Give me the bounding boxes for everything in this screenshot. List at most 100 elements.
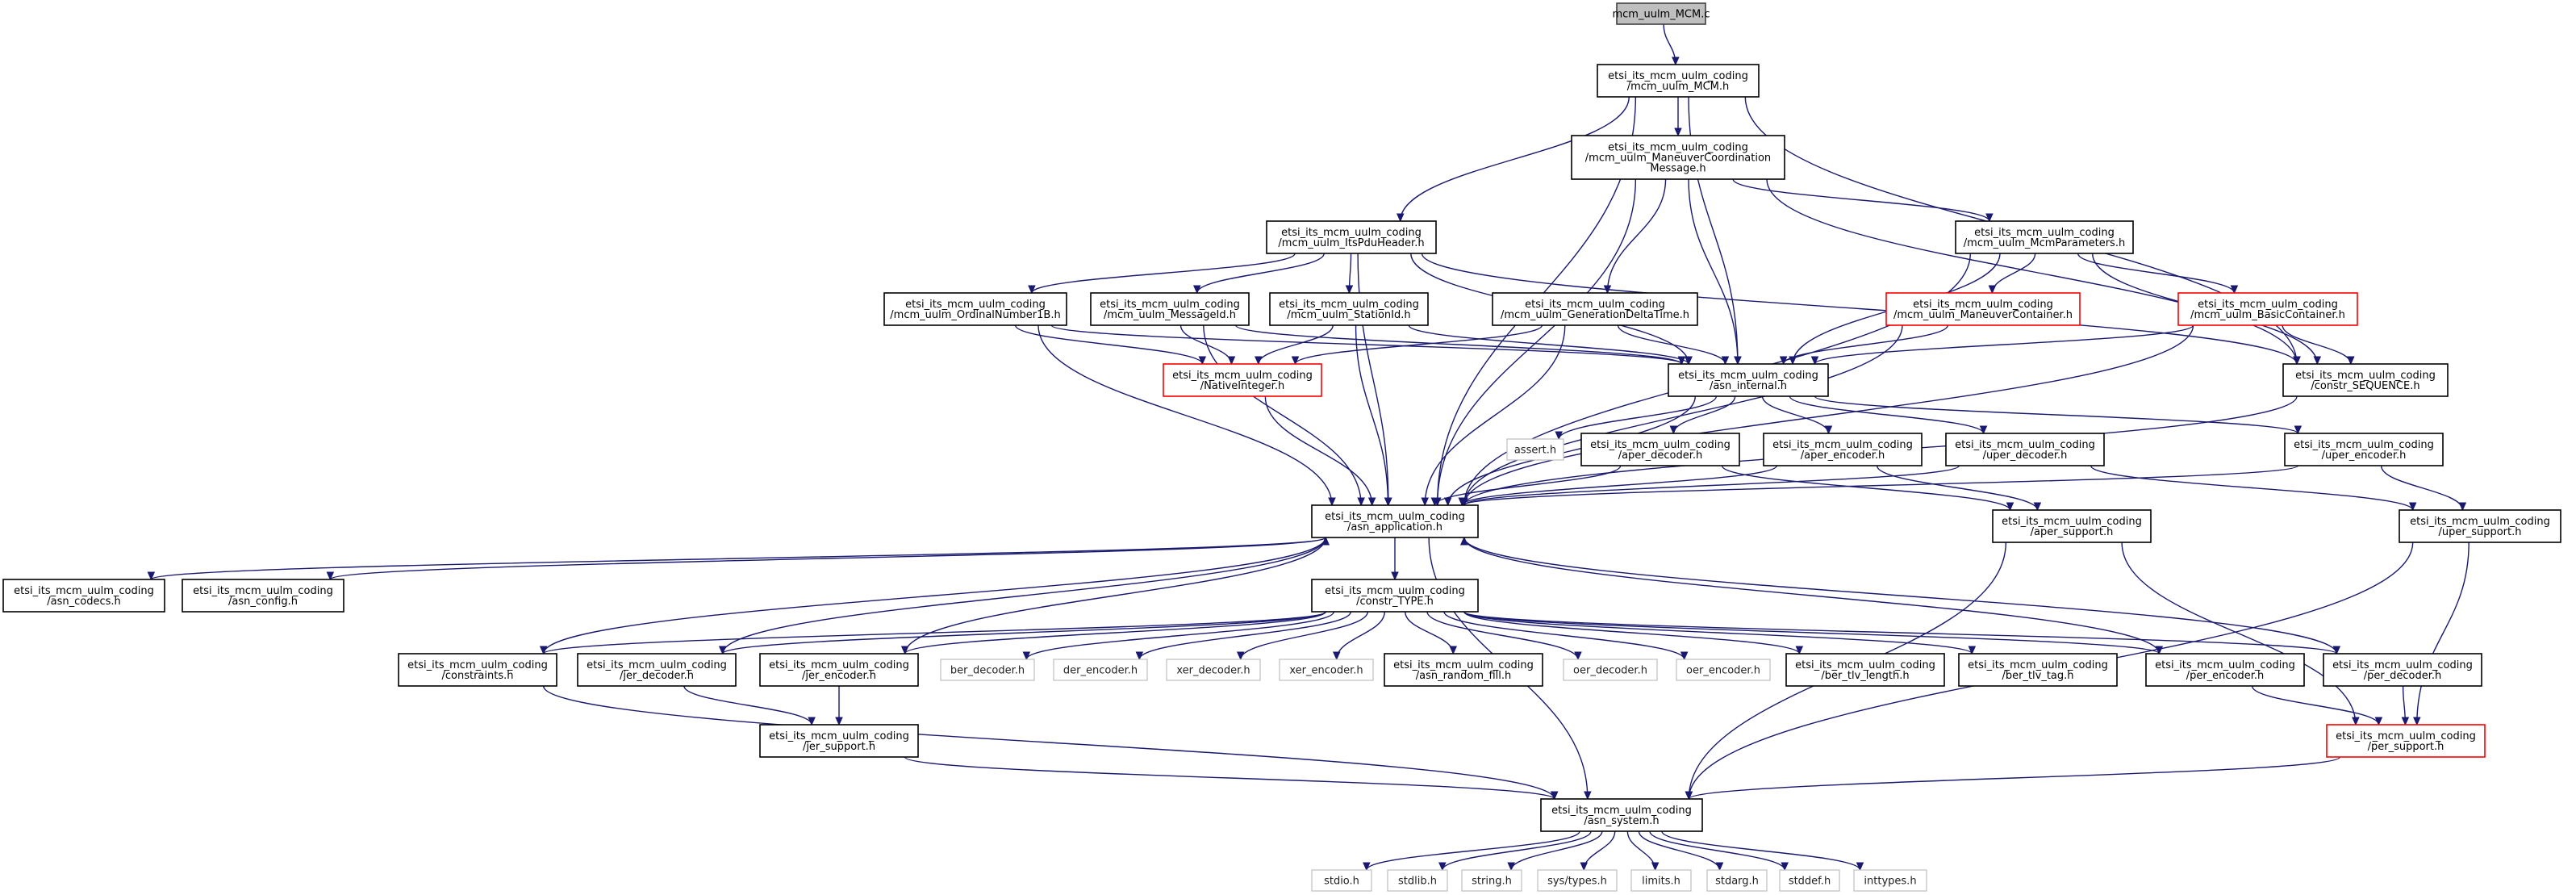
node-box bbox=[1311, 504, 1479, 538]
node-root[interactable]: mcm_uulm_MCM.c bbox=[1612, 2, 1710, 25]
node-label-line: /NativeInteger.h bbox=[1200, 380, 1284, 392]
edge-arrowhead bbox=[1685, 791, 1693, 801]
edge-arrowhead bbox=[1779, 356, 1788, 366]
edge-gendelta-to-asnapp bbox=[1424, 324, 1566, 506]
edge-arrowhead bbox=[1669, 425, 1678, 435]
edge-maneuvercont-to-asninternal bbox=[1782, 324, 1949, 365]
node-box bbox=[2399, 509, 2561, 543]
edge-uperdec-to-asnapp bbox=[1463, 465, 1960, 506]
node-label-line: etsi_its_mcm_uulm_coding bbox=[1281, 227, 1422, 239]
node-label-line: der_encoder.h bbox=[1063, 665, 1138, 677]
edge-itspdu-to-ordinal bbox=[1031, 253, 1296, 294]
node-mcmsg[interactable]: etsi_its_mcm_uulm_coding/mcm_uulm_Maneuv… bbox=[1571, 135, 1785, 180]
node-perenc[interactable]: etsi_its_mcm_uulm_coding/per_encoder.h bbox=[2145, 653, 2305, 687]
node-jerenc[interactable]: etsi_its_mcm_uulm_coding/jer_encoder.h bbox=[759, 653, 919, 687]
node-label-line: /aper_support.h bbox=[2031, 526, 2114, 538]
node-mcm-h[interactable]: etsi_its_mcm_uulm_coding/mcm_uulm_MCM.h bbox=[1597, 64, 1760, 98]
node-itspdu[interactable]: etsi_its_mcm_uulm_coding/mcm_uulm_ItsPdu… bbox=[1266, 220, 1437, 254]
node-asnapp[interactable]: etsi_its_mcm_uulm_coding/asn_application… bbox=[1311, 504, 1479, 538]
edge-arrowhead bbox=[1198, 356, 1207, 366]
node-aperenc[interactable]: etsi_its_mcm_uulm_coding/aper_encoder.h bbox=[1763, 433, 1923, 466]
edge-aperdec-to-apersupport bbox=[1721, 465, 2011, 511]
edge-aperdec-to-asnapp bbox=[1434, 465, 1622, 506]
node-box bbox=[940, 659, 1035, 681]
node-randfill[interactable]: etsi_its_mcm_uulm_coding/asn_random_fill… bbox=[1384, 653, 1543, 687]
node-ordinal[interactable]: etsi_its_mcm_uulm_coding/mcm_uulm_Ordina… bbox=[883, 292, 1067, 326]
edge-arrowhead bbox=[1684, 356, 1693, 366]
node-nativeint[interactable]: etsi_its_mcm_uulm_coding/NativeInteger.h bbox=[1163, 363, 1322, 397]
node-constrtype[interactable]: etsi_its_mcm_uulm_coding/constr_TYPE.h bbox=[1311, 579, 1479, 613]
node-persupport[interactable]: etsi_its_mcm_uulm_coding/per_support.h bbox=[2326, 724, 2486, 758]
node-uperdec[interactable]: etsi_its_mcm_uulm_coding/uper_decoder.h bbox=[1945, 433, 2105, 466]
node-box bbox=[2282, 363, 2449, 397]
edge-arrowhead bbox=[2401, 717, 2410, 726]
node-box bbox=[2145, 653, 2305, 687]
edge-aperenc-to-asnapp bbox=[1461, 465, 1778, 506]
node-label-line: /asn_codecs.h bbox=[47, 596, 121, 608]
node-stationid[interactable]: etsi_its_mcm_uulm_coding/mcm_uulm_Statio… bbox=[1269, 292, 1429, 326]
node-perdec[interactable]: etsi_its_mcm_uulm_coding/per_decoder.h bbox=[2323, 653, 2482, 687]
node-asnconfig[interactable]: etsi_its_mcm_uulm_coding/asn_config.h bbox=[182, 579, 344, 613]
node-msgid[interactable]: etsi_its_mcm_uulm_coding/mcm_uulm_Messag… bbox=[1090, 292, 1250, 326]
node-derenc: der_encoder.h bbox=[1053, 659, 1148, 681]
edge-arrowhead bbox=[2352, 717, 2360, 726]
edge-arrowhead bbox=[1421, 497, 1429, 507]
node-upersupport[interactable]: etsi_its_mcm_uulm_coding/uper_support.h bbox=[2399, 509, 2561, 543]
node-bertlvtag[interactable]: etsi_its_mcm_uulm_coding/ber_tlv_tag.h bbox=[1958, 653, 2118, 687]
node-label-line: stddef.h bbox=[1789, 876, 1831, 888]
edge-mcmsg-to-mcmparams bbox=[1732, 178, 1990, 222]
node-asncodecs[interactable]: etsi_its_mcm_uulm_coding/asn_codecs.h bbox=[2, 579, 165, 613]
node-mcmparams[interactable]: etsi_its_mcm_uulm_coding/mcm_uulm_McmPar… bbox=[1955, 220, 2134, 254]
node-label-line: etsi_its_mcm_uulm_coding bbox=[1772, 439, 1913, 451]
edge-uperenc-to-upersupport bbox=[2380, 465, 2464, 511]
node-box bbox=[1955, 220, 2134, 254]
edge-uperenc-to-asnapp bbox=[1463, 465, 2299, 506]
node-box bbox=[1163, 363, 1322, 397]
edge-arrowhead bbox=[1555, 431, 1563, 441]
node-asnsystem[interactable]: etsi_its_mcm_uulm_coding/asn_system.h bbox=[1540, 798, 1703, 832]
edge-arrowhead bbox=[1460, 536, 1468, 546]
node-constraints[interactable]: etsi_its_mcm_uulm_coding/constraints.h bbox=[398, 653, 557, 687]
edge-arrowhead bbox=[1438, 862, 1447, 872]
node-label-line: etsi_its_mcm_uulm_coding bbox=[1608, 70, 1748, 82]
node-maneuvercont[interactable]: etsi_its_mcm_uulm_coding/mcm_uulm_Maneuv… bbox=[1885, 292, 2081, 326]
edge-mcmsg-to-asninternal bbox=[1688, 178, 1739, 365]
node-label-line: stdarg.h bbox=[1715, 876, 1759, 888]
edge-arrowhead bbox=[1332, 651, 1341, 661]
node-label-line: etsi_its_mcm_uulm_coding bbox=[1913, 299, 2053, 311]
node-label-line: etsi_its_mcm_uulm_coding bbox=[1974, 227, 2115, 239]
node-gendelta[interactable]: etsi_its_mcm_uulm_coding/mcm_uulm_Genera… bbox=[1492, 292, 1698, 326]
node-label-line: /ber_tlv_length.h bbox=[1821, 670, 1909, 682]
node-box bbox=[759, 724, 919, 758]
node-label-line: etsi_its_mcm_uulm_coding bbox=[1955, 439, 2095, 451]
edge-itspdu-to-msgid bbox=[1196, 253, 1325, 294]
node-box bbox=[1992, 509, 2152, 543]
node-uperenc[interactable]: etsi_its_mcm_uulm_coding/uper_encoder.h bbox=[2284, 433, 2444, 466]
node-box bbox=[1053, 659, 1148, 681]
node-box bbox=[1616, 2, 1706, 25]
node-box bbox=[1537, 869, 1618, 892]
node-apersupport[interactable]: etsi_its_mcm_uulm_coding/aper_support.h bbox=[1992, 509, 2152, 543]
node-label-line: etsi_its_mcm_uulm_coding bbox=[1968, 659, 2108, 671]
node-jersupport[interactable]: etsi_its_mcm_uulm_coding/jer_support.h bbox=[759, 724, 919, 758]
node-box bbox=[1853, 869, 1927, 892]
node-constrseq[interactable]: etsi_its_mcm_uulm_coding/constr_SEQUENCE… bbox=[2282, 363, 2449, 397]
node-label-line: etsi_its_mcm_uulm_coding bbox=[407, 659, 548, 671]
node-bertlvlen[interactable]: etsi_its_mcm_uulm_coding/ber_tlv_length.… bbox=[1785, 653, 1945, 687]
node-label-line: /jer_decoder.h bbox=[620, 670, 694, 682]
node-label-line: etsi_its_mcm_uulm_coding bbox=[2294, 439, 2434, 451]
node-basiccont[interactable]: etsi_its_mcm_uulm_coding/mcm_uulm_BasicC… bbox=[2177, 292, 2358, 326]
edge-arrowhead bbox=[2374, 717, 2383, 726]
edge-arrowhead bbox=[1580, 862, 1589, 872]
edge-arrowhead bbox=[1988, 285, 1997, 295]
node-asninternal[interactable]: etsi_its_mcm_uulm_coding/asn_internal.h bbox=[1668, 363, 1829, 397]
edge-constrtype-to-perenc bbox=[1463, 611, 2161, 655]
node-label-line: oer_encoder.h bbox=[1686, 665, 1760, 677]
edge-asninternal-to-uperenc bbox=[1814, 395, 2299, 434]
node-label-line: mcm_uulm_MCM.c bbox=[1612, 9, 1710, 21]
node-jerdec[interactable]: etsi_its_mcm_uulm_coding/jer_decoder.h bbox=[577, 653, 737, 687]
edge-constrtype-to-jerdec bbox=[721, 611, 1326, 655]
node-aperdec[interactable]: etsi_its_mcm_uulm_coding/aper_decoder.h bbox=[1580, 433, 1740, 466]
edge-mcmsg-to-gendelta bbox=[1606, 178, 1667, 294]
